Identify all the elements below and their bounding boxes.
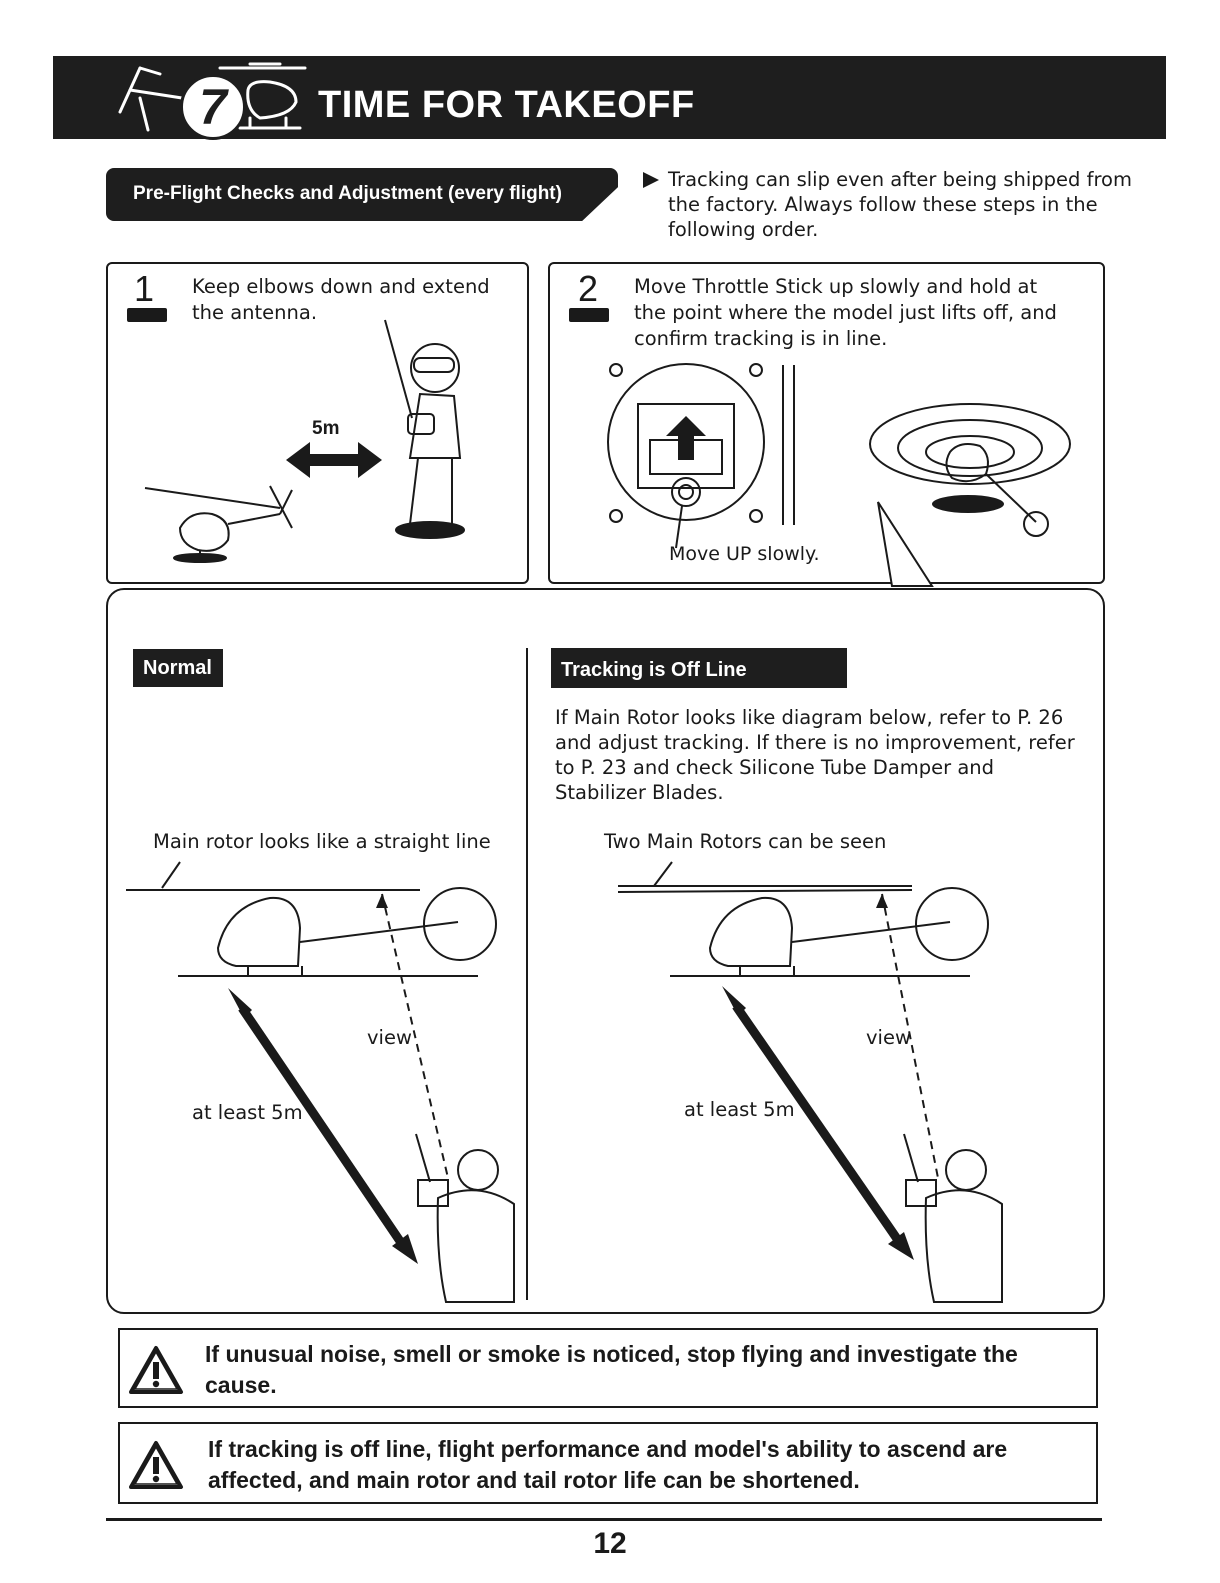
normal-view-label: view <box>367 1026 412 1049</box>
warning-triangle-icon <box>129 1346 183 1394</box>
stick-caption: Move UP slowly. <box>669 543 820 565</box>
page-title: TIME FOR TAKEOFF <box>318 84 695 126</box>
step2-number: 2 <box>578 268 599 309</box>
warning-triangle-icon <box>129 1441 183 1489</box>
normal-distance-label: at least 5m <box>192 1101 303 1124</box>
offline-label: Tracking is Off Line <box>551 648 847 688</box>
preflight-intro: Tracking can slip even after being shipp… <box>668 168 1132 241</box>
normal-caption: Main rotor looks like a straight line <box>153 830 491 853</box>
offline-view-label: view <box>866 1026 911 1049</box>
section-number-circle <box>180 74 246 140</box>
preflight-badge-text: Pre-Flight Checks and Adjustment (every … <box>133 183 562 204</box>
step1-distance-label: 5m <box>312 418 340 439</box>
step2-panel <box>548 262 1105 584</box>
offline-description: If Main Rotor looks like diagram below, … <box>555 706 1075 804</box>
step1-text: Keep elbows down and extend the antenna. <box>192 275 490 324</box>
warning-text-1: If unusual noise, smell or smoke is noti… <box>205 1341 1018 1398</box>
step2-text: Move Throttle Stick up slowly and hold a… <box>634 275 1057 350</box>
offline-distance-label: at least 5m <box>684 1098 795 1121</box>
step1-number: 1 <box>134 268 155 309</box>
header-helicopter-icon <box>118 62 307 132</box>
warning-box-2 <box>118 1422 1098 1504</box>
page-number: 12 <box>593 1527 627 1560</box>
panel-divider <box>526 648 528 1300</box>
warning-text-2: If tracking is off line, flight performa… <box>208 1436 1008 1493</box>
step1-marker <box>127 308 167 322</box>
footer-rule <box>106 1518 1102 1521</box>
normal-label: Normal <box>133 649 223 687</box>
step1-illustration <box>144 319 465 563</box>
step2-marker <box>569 308 609 322</box>
warning-box-1 <box>118 1328 1098 1408</box>
preflight-badge <box>106 168 618 221</box>
throttle-stick-illustration <box>607 363 795 549</box>
section-number: 7 <box>199 79 227 135</box>
arrow-right-icon <box>643 172 659 188</box>
normal-tracking-illustration <box>126 861 515 1303</box>
offline-caption: Two Main Rotors can be seen <box>604 830 887 853</box>
offline-tracking-illustration <box>617 861 1003 1303</box>
hovering-helicopter-illustration <box>869 403 1071 587</box>
